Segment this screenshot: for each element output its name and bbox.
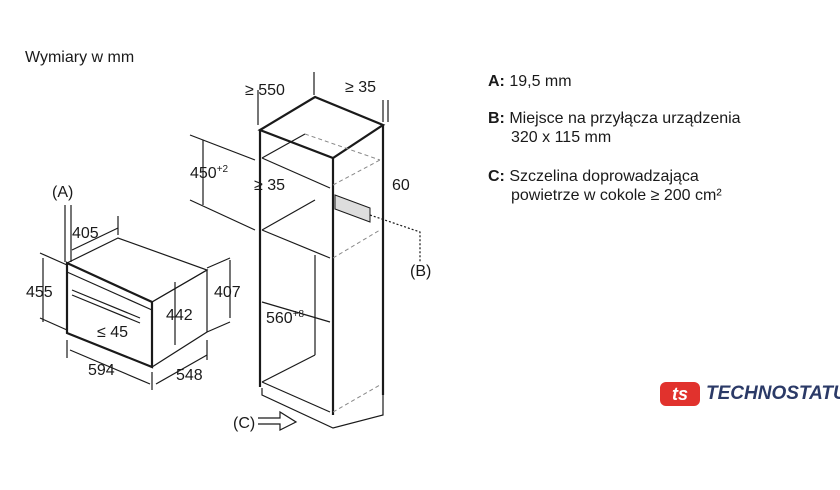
dim-45: ≤ 45 xyxy=(97,324,128,341)
legend-a: A: 19,5 mm xyxy=(488,73,572,90)
dim-405: 405 xyxy=(72,225,99,242)
oven-drawing xyxy=(39,205,231,390)
dim-594: 594 xyxy=(88,362,115,379)
label-b: (B) xyxy=(410,263,431,280)
dim-60: 60 xyxy=(392,177,410,194)
dim-560: 560+8 xyxy=(266,309,305,327)
dim-550: ≥ 550 xyxy=(245,82,285,99)
technostatus-logo: ts TECHNOSTATUS xyxy=(660,382,840,406)
dim-450: 450+2 xyxy=(190,164,229,182)
dim-35-mid: ≥ 35 xyxy=(254,177,285,194)
logo-mark-icon: ts xyxy=(660,382,700,406)
label-c: (C) xyxy=(233,415,255,432)
dim-548: 548 xyxy=(176,367,203,384)
label-a: (A) xyxy=(52,184,73,201)
dim-442: 442 xyxy=(166,307,193,324)
cabinet-drawing xyxy=(189,72,421,431)
diagram-title: Wymiary w mm xyxy=(25,49,135,66)
dim-455: 455 xyxy=(26,284,53,301)
dim-407: 407 xyxy=(214,284,241,301)
dim-35-top: ≥ 35 xyxy=(345,79,376,96)
logo-text: TECHNOSTATUS xyxy=(706,383,840,404)
